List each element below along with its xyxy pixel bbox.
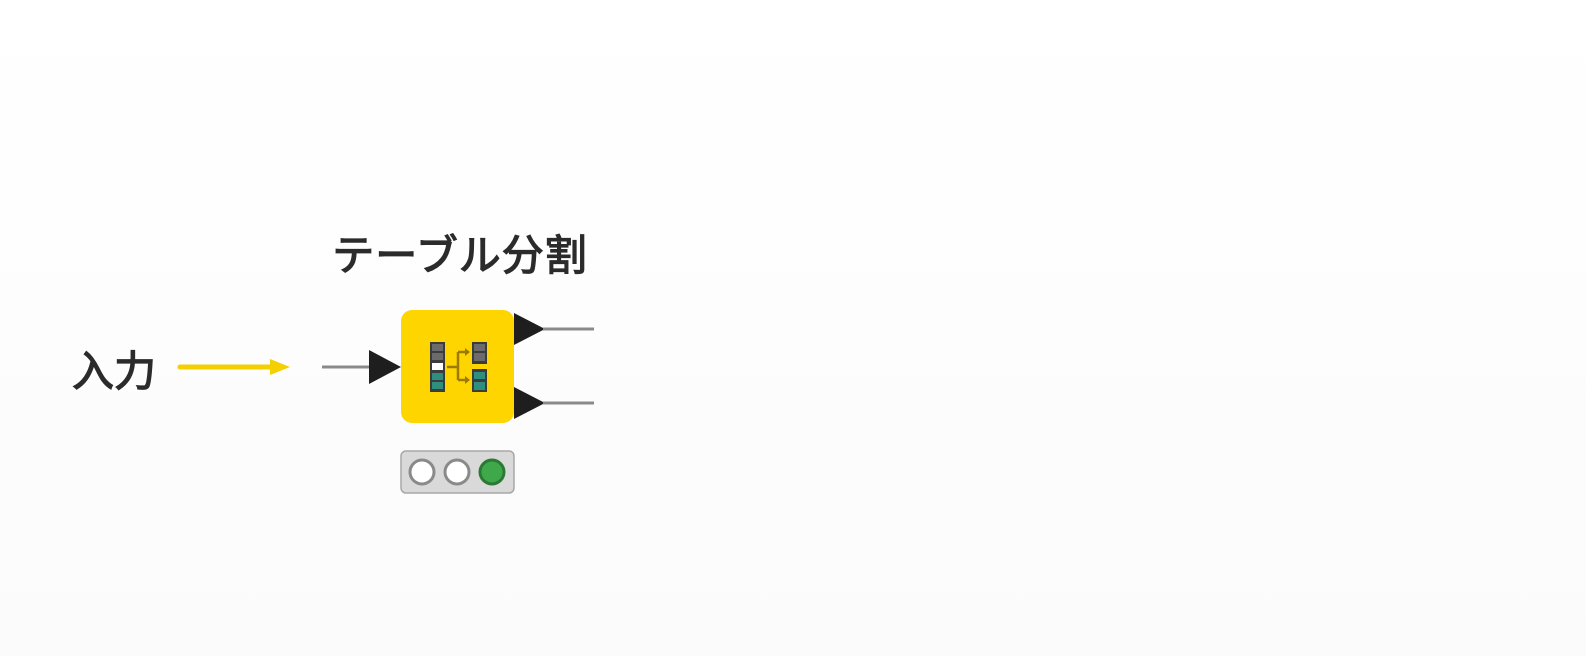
table-split-icon	[430, 342, 487, 392]
status-light-3	[478, 458, 506, 486]
status-light-1	[408, 458, 436, 486]
output-port-top[interactable]	[514, 313, 545, 345]
input-flow-arrow	[177, 359, 290, 375]
node-status-indicator	[400, 450, 515, 494]
status-light-2	[443, 458, 471, 486]
node-title[interactable]: テーブル分割	[332, 231, 588, 280]
input-label: 入力	[72, 347, 157, 396]
input-port[interactable]	[369, 350, 401, 384]
output-port-bottom[interactable]	[514, 387, 545, 419]
